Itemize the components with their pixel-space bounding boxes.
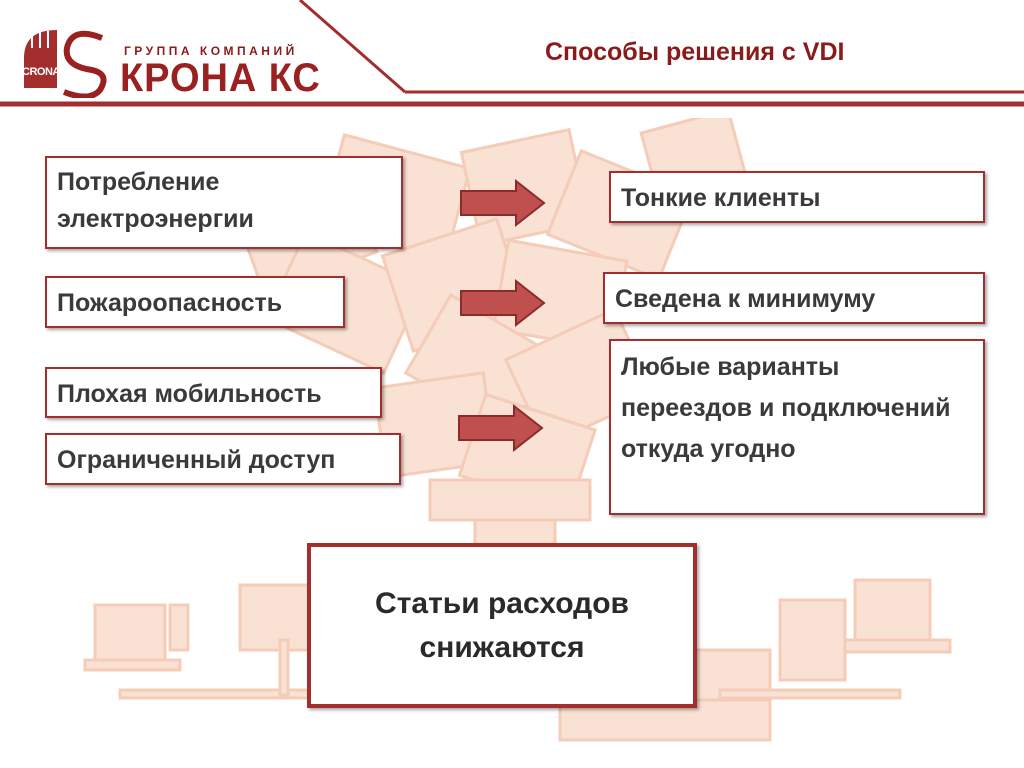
problem-label: Потребление электроэнергии: [57, 168, 254, 233]
slide-title: Способы решения с VDI: [545, 38, 845, 66]
solution-box-minimized: Сведена к минимуму: [603, 272, 985, 324]
solution-label: Сведена к минимуму: [615, 285, 876, 313]
problem-box-power: Потребление электроэнергии: [45, 156, 403, 249]
arrow-right-icon: [460, 278, 546, 328]
arrow-right-icon: [458, 403, 544, 453]
problem-label: Плохая мобильность: [57, 380, 322, 408]
slide-header: CRONA ГРУППА КОМПАНИЙ КРОНА КС Способы р…: [0, 0, 1024, 120]
problem-box-access: Ограниченный доступ: [45, 433, 401, 485]
solution-label: Тонкие клиенты: [621, 184, 821, 212]
conclusion-box: Статьи расходов снижаются: [307, 543, 697, 708]
arrow-right-icon: [460, 178, 546, 228]
problem-box-mobility: Плохая мобильность: [45, 367, 382, 418]
solution-box-thin-clients: Тонкие клиенты: [609, 171, 985, 223]
problem-label: Ограниченный доступ: [57, 446, 336, 474]
logo-company-name: КРОНА КС: [120, 56, 321, 100]
logo-tagline: ГРУППА КОМПАНИЙ: [124, 44, 298, 58]
problem-box-fire: Пожароопасность: [45, 276, 345, 328]
company-logo: CRONA ГРУППА КОМПАНИЙ КРОНА КС: [12, 18, 332, 100]
solution-label: Любые варианты переездов и подключений о…: [621, 353, 951, 463]
crown-s-logo-icon: [24, 30, 107, 98]
logo-mark-text: CRONA: [22, 66, 60, 78]
problem-label: Пожароопасность: [57, 289, 283, 317]
solution-box-any-location: Любые варианты переездов и подключений о…: [609, 339, 985, 515]
conclusion-label: Статьи расходов снижаются: [375, 586, 629, 664]
header-frame: [0, 0, 1024, 118]
